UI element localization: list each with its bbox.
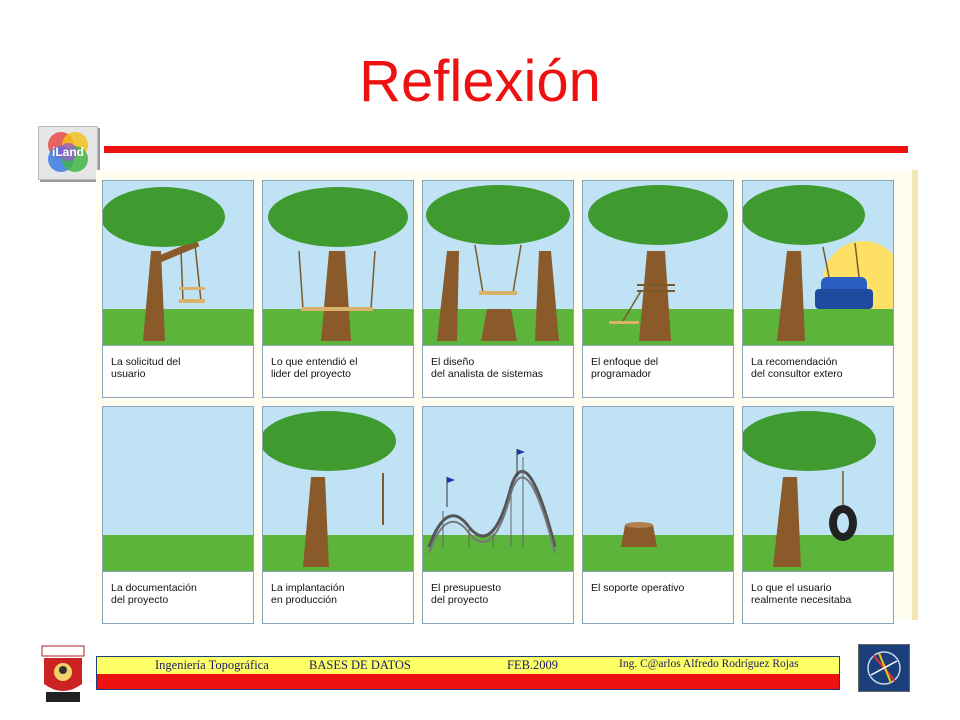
comic-panel-4: El enfoque del programador (582, 180, 734, 398)
comic-caption-9: El soporte operativo (583, 571, 733, 623)
iland-logo-text: iLand (52, 145, 84, 159)
footer-bar: Ingeniería Topográfica BASES DE DATOS FE… (96, 656, 840, 690)
footer-course: Ingeniería Topográfica (155, 658, 269, 672)
footer-red-band (97, 674, 839, 689)
comic-caption-5: La recomendación del consultor extero (743, 345, 893, 397)
comic-panel-6: La documentación del proyecto (102, 406, 254, 624)
footer-date: FEB.2009 (507, 658, 559, 672)
comic-panel-8: El presupuesto del proyecto (422, 406, 574, 624)
title-rule (104, 146, 908, 153)
comic-caption-8: El presupuesto del proyecto (423, 571, 573, 623)
iland-logo: iLand (38, 126, 98, 180)
footer-author: Ing. C@arlos Alfredo Rodríguez Rojas (619, 658, 799, 670)
comic-panel-5: La recomendación del consultor extero (742, 180, 894, 398)
university-logo (40, 644, 86, 706)
comic-caption-4: El enfoque del programador (583, 345, 733, 397)
comic-panel-9: El soporte operativo (582, 406, 734, 624)
program-logo (858, 644, 910, 692)
comic-panel-2: Lo que entendió el lider del proyecto (262, 180, 414, 398)
comic-panel-1: La solicitud del usuario (102, 180, 254, 398)
tree-swing-comic: La solicitud del usuario Lo que entendió… (96, 170, 918, 624)
comic-caption-3: El diseño del analista de sistemas (423, 345, 573, 397)
comic-panel-3: El diseño del analista de sistemas (422, 180, 574, 398)
comic-caption-1: La solicitud del usuario (103, 345, 253, 397)
comic-panel-10: Lo que el usuario realmente necesitaba (742, 406, 894, 624)
comic-caption-2: Lo que entendió el lider del proyecto (263, 345, 413, 397)
footer-subject: BASES DE DATOS (309, 658, 411, 672)
comic-caption-6: La documentación del proyecto (103, 571, 253, 623)
footer-yellow-band (97, 657, 839, 674)
comic-caption-10: Lo que el usuario realmente necesitaba (743, 571, 893, 623)
comic-panel-7: La implantación en producción (262, 406, 414, 624)
comic-caption-7: La implantación en producción (263, 571, 413, 623)
slide-title: Reflexión (359, 49, 601, 114)
